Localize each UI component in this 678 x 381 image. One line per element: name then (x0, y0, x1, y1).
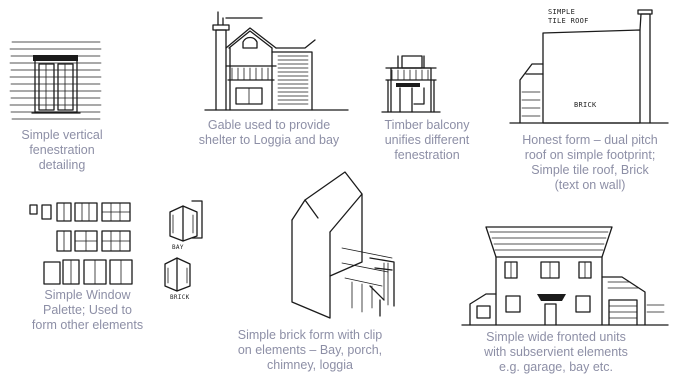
wall-note: BRICK (574, 101, 597, 109)
brick-note: BRICK (170, 294, 190, 301)
timber-balcony-sketch (382, 56, 440, 112)
caption-wide-fronted-units: Simple wide fronted units with subservie… (468, 330, 644, 375)
brick-form-sketch (292, 172, 394, 318)
caption-gable-loggia: Gable used to provide shelter to Loggia … (196, 118, 342, 148)
caption-window-palette: Simple Window Palette; Used to form othe… (10, 288, 165, 333)
caption-brick-form: Simple brick form with clip on elements … (222, 328, 398, 373)
wide-house-sketch (462, 227, 668, 325)
caption-dual-pitch-roof: Honest form – dual pitch roof on simple … (505, 133, 675, 193)
gable-house-sketch (205, 12, 348, 110)
caption-vertical-fenestration: Simple vertical fenestration detailing (8, 128, 116, 173)
roof-note: SIMPLE TILE ROOF (548, 8, 589, 26)
bay-note: BAY (172, 244, 184, 251)
caption-timber-balcony: Timber balcony unifies different fenestr… (372, 118, 482, 163)
siding-window-sketch (10, 42, 101, 119)
window-palette-sketch (30, 203, 132, 284)
